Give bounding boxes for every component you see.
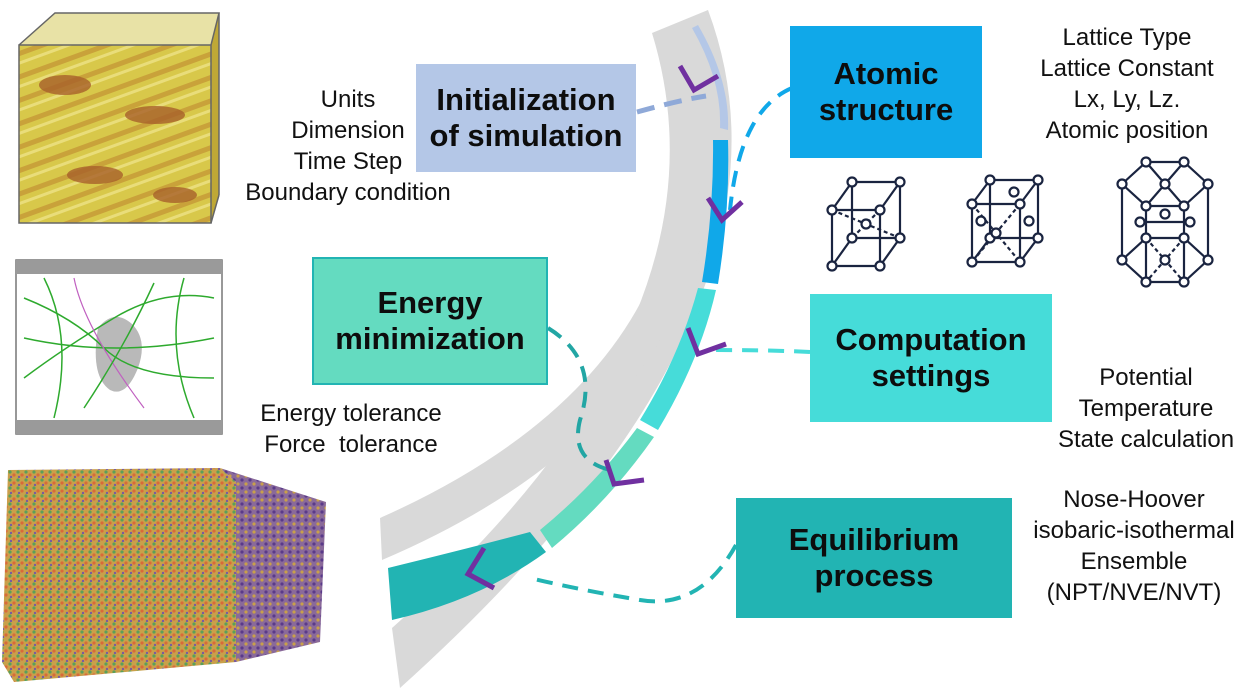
atomic-box-line1: Atomic [833, 56, 939, 91]
equilibrium-note-3: Ensemble [1080, 548, 1188, 575]
atomic-notes: Lattice Type Lattice Constant Lx, Ly, Lz… [1010, 22, 1244, 146]
energy-box: Energy minimization [312, 257, 548, 385]
equilibrium-note-4: (NPT/NVE/NVT) [1046, 579, 1222, 606]
arrow-chevron-2 [705, 196, 744, 224]
init-box-line2: of simulation [429, 118, 623, 153]
init-notes: Units Dimension Time Step Boundary condi… [228, 84, 468, 208]
init-note-4: Boundary condition [245, 179, 451, 206]
computation-note-2: Temperature [1078, 395, 1214, 422]
atomic-note-3: Lx, Ly, Lz. [1073, 86, 1181, 113]
gray-arc-band [392, 10, 732, 688]
top-simulation-image [5, 5, 225, 230]
energy-box-line2: minimization [335, 321, 525, 356]
atomic-box: Atomic structure [790, 26, 982, 158]
equilibrium-note-2: isobaric-isothermal [1033, 517, 1235, 544]
atomic-note-1: Lattice Type [1062, 24, 1192, 51]
equilibrium-box: Equilibrium process [736, 498, 1012, 618]
arrow-chevron-4 [603, 459, 645, 487]
atomic-box-line2: structure [818, 92, 954, 127]
equilibrium-notes: Nose-Hoover isobaric-isothermal Ensemble… [1020, 484, 1248, 608]
arrow-chevron-3 [685, 327, 727, 358]
hcp-lattice-icon [1116, 156, 1214, 288]
energy-box-line1: Energy [377, 285, 483, 320]
arrow-chevron-1 [677, 64, 720, 94]
connector-atomic [728, 86, 793, 211]
computation-note-3: State calculation [1057, 426, 1235, 453]
computation-note-1: Potential [1099, 364, 1193, 391]
segment-energy [540, 428, 654, 548]
atomic-note-2: Lattice Constant [1040, 55, 1214, 82]
init-note-2: Dimension [291, 117, 405, 144]
bottom-simulation-image [0, 462, 330, 684]
init-note-3: Time Step [293, 148, 403, 175]
init-note-1: Units [320, 86, 376, 113]
computation-notes: Potential Temperature State calculation [1046, 362, 1246, 455]
energy-note-1: Energy tolerance [260, 400, 442, 427]
bcc-lattice-icon [826, 176, 906, 272]
connector-computation [711, 348, 811, 354]
computation-box: Computation settings [810, 294, 1052, 422]
energy-note-2: Force tolerance [264, 431, 438, 458]
computation-box-line1: Computation [835, 322, 1027, 357]
atomic-note-4: Atomic position [1045, 117, 1209, 144]
equilibrium-note-1: Nose-Hoover [1063, 486, 1205, 513]
equilibrium-box-line1: Equilibrium [788, 522, 960, 557]
connector-equilibrium [529, 544, 738, 604]
middle-simulation-image [14, 258, 224, 436]
gray-arc-band-inner [380, 250, 700, 560]
fcc-lattice-icon [966, 174, 1044, 268]
segment-computation [640, 288, 716, 430]
init-box-line1: Initialization [436, 82, 616, 117]
connector-init [636, 93, 707, 115]
arrow-chevron-5 [464, 546, 496, 591]
equilibrium-box-line2: process [814, 558, 934, 593]
segment-init [692, 25, 729, 130]
connector-energy [546, 326, 611, 472]
init-box: Initialization of simulation [416, 64, 636, 172]
computation-box-line2: settings [871, 358, 991, 393]
energy-notes: Energy tolerance Force tolerance [240, 398, 462, 460]
